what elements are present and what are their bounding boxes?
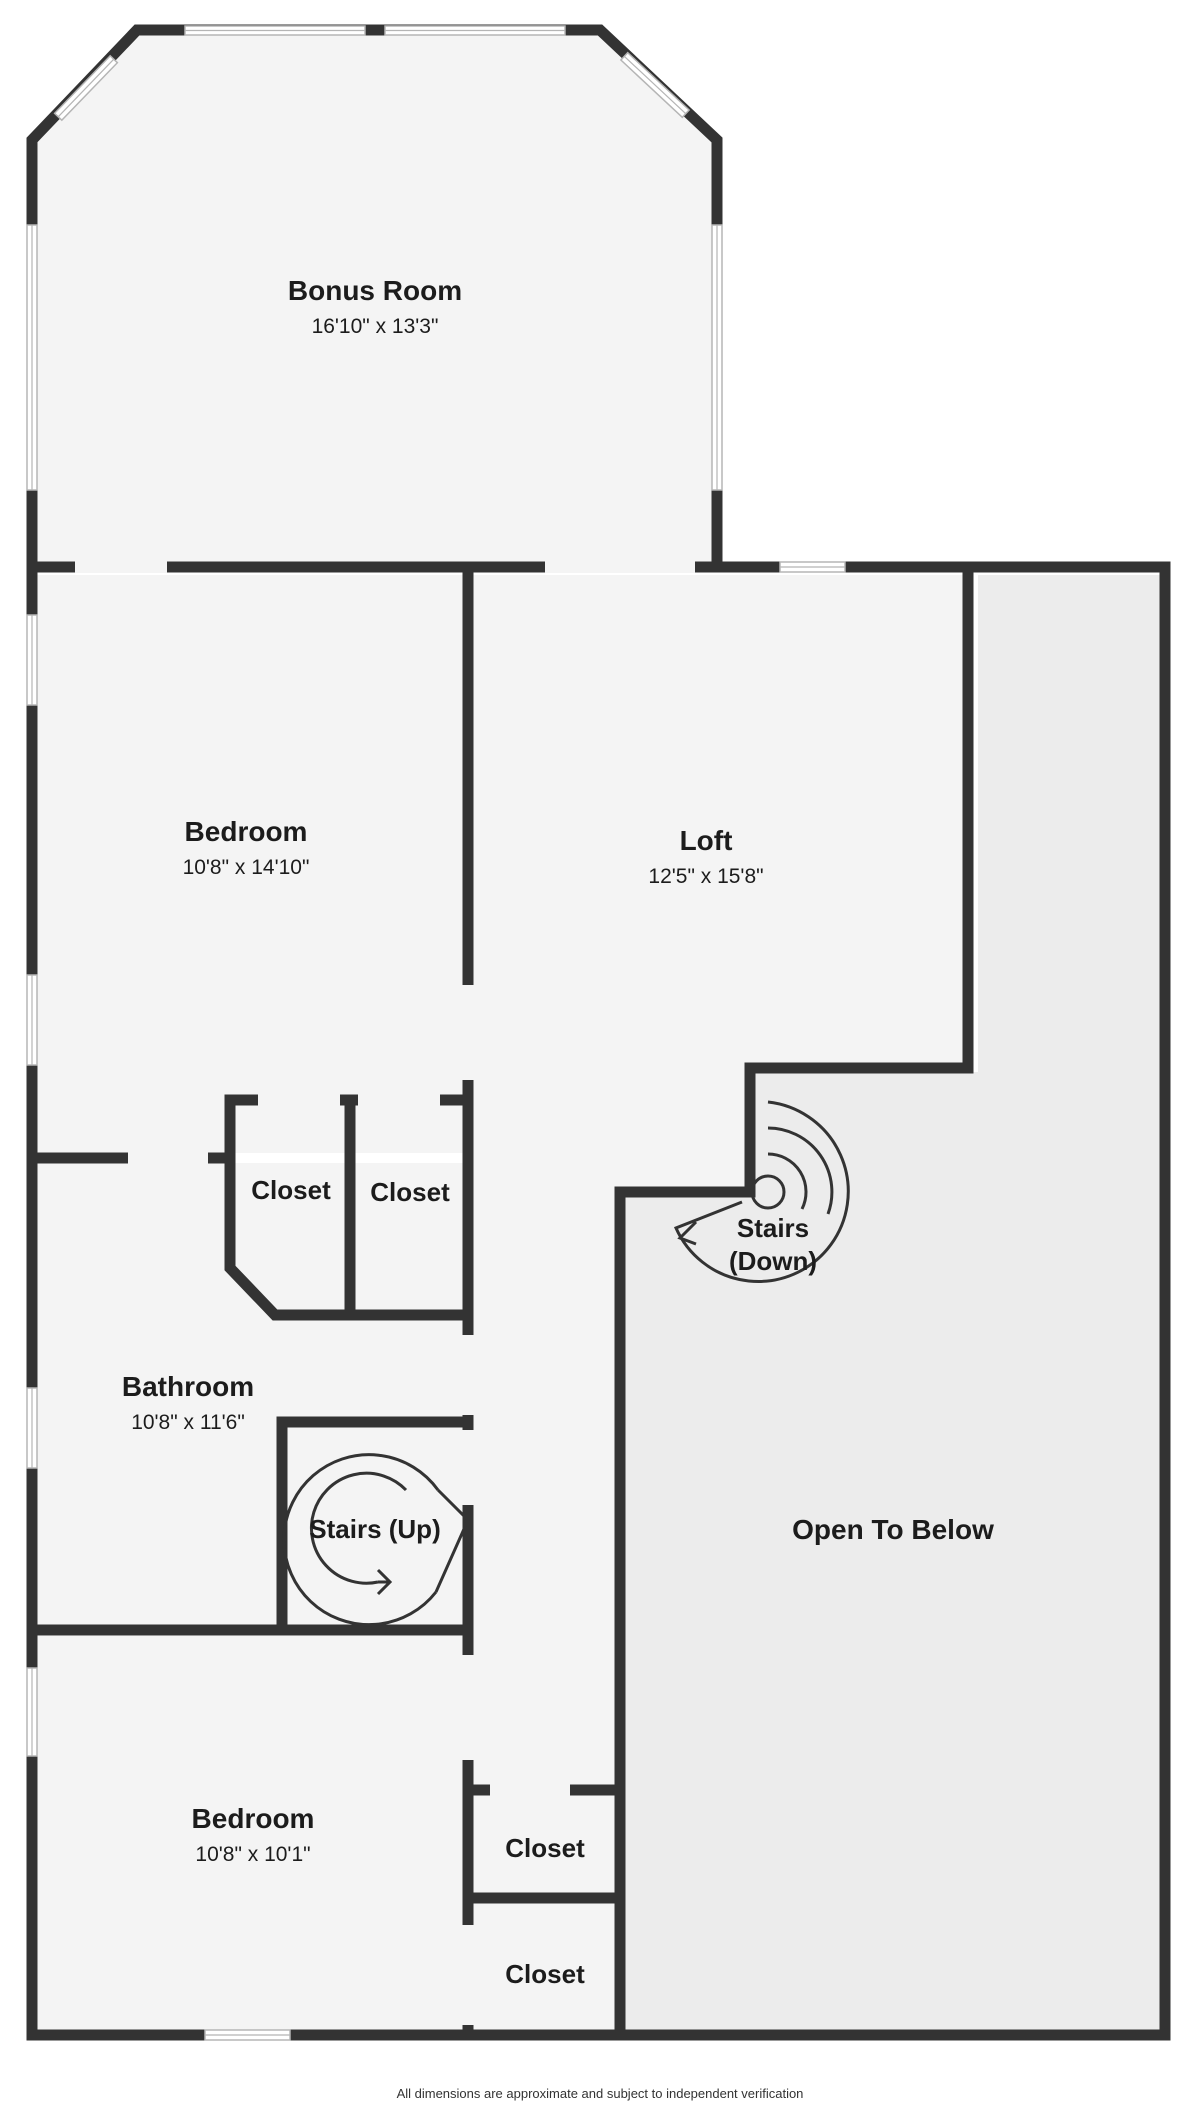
bedroom-floor	[37, 575, 467, 1153]
bedroom-2-floor	[37, 1636, 467, 2034]
open-to-below-label: Open To Below	[792, 1514, 994, 1545]
bathroom-floor	[37, 1163, 467, 1625]
open-to-below-floor	[625, 575, 1160, 2030]
closet-name: Closet	[505, 1833, 585, 1863]
bathroom-name: Bathroom	[122, 1371, 254, 1402]
stairs-down-label: Stairs	[737, 1213, 809, 1243]
stairs-down-icon	[673, 1100, 850, 1283]
closet-name: Closet	[505, 1959, 585, 1989]
stairs-up-icon	[282, 1453, 470, 1627]
window	[619, 51, 691, 119]
bonus-room-name: Bonus Room	[288, 275, 462, 306]
door-opening	[358, 1094, 440, 1106]
door-opening	[461, 1925, 475, 2025]
loft-floor	[473, 575, 968, 2030]
closet-name: Closet	[370, 1177, 450, 1207]
stairs-up-label: Stairs (Up)	[309, 1514, 440, 1544]
footer-note: All dimensions are approximate and subje…	[397, 2086, 804, 2101]
bedroom-2-name: Bedroom	[192, 1803, 315, 1834]
bedroom-2-dims: 10'8" x 10'1"	[195, 1843, 310, 1866]
stair-up-wall	[276, 1416, 474, 1636]
door-opening	[545, 561, 695, 573]
bonus-room-wall	[26, 24, 723, 571]
door-opening	[75, 561, 167, 573]
closet-angled-wall	[224, 1152, 474, 1321]
bonus-room-dims: 16'10" x 13'3"	[312, 315, 439, 338]
bedroom-dims: 10'8" x 14'10"	[183, 856, 310, 879]
exterior-wall	[26, 559, 1171, 2041]
window	[53, 54, 119, 122]
windows	[26, 25, 846, 2041]
door-opening	[461, 1430, 475, 1505]
door-opening	[461, 1655, 475, 1760]
loft-open-wall	[614, 561, 974, 2041]
bonus-room-floor	[37, 33, 712, 565]
bathroom-dims: 10'8" x 11'6"	[131, 1411, 245, 1434]
door-opening	[461, 985, 475, 1080]
floor-fills	[37, 33, 1160, 2034]
loft-name: Loft	[680, 825, 733, 856]
stairs-down-label: (Down)	[729, 1246, 817, 1276]
door-opening	[490, 1784, 570, 1796]
closet-name: Closet	[251, 1175, 331, 1205]
room-labels: Bonus Room 16'10" x 13'3" Bedroom 10'8" …	[122, 275, 994, 1989]
door-openings	[461, 985, 475, 2025]
bedroom-name: Bedroom	[185, 816, 308, 847]
loft-dims: 12'5" x 15'8"	[648, 865, 763, 888]
door-opening	[128, 1152, 208, 1164]
door-opening	[258, 1094, 340, 1106]
door-opening	[461, 1335, 475, 1415]
